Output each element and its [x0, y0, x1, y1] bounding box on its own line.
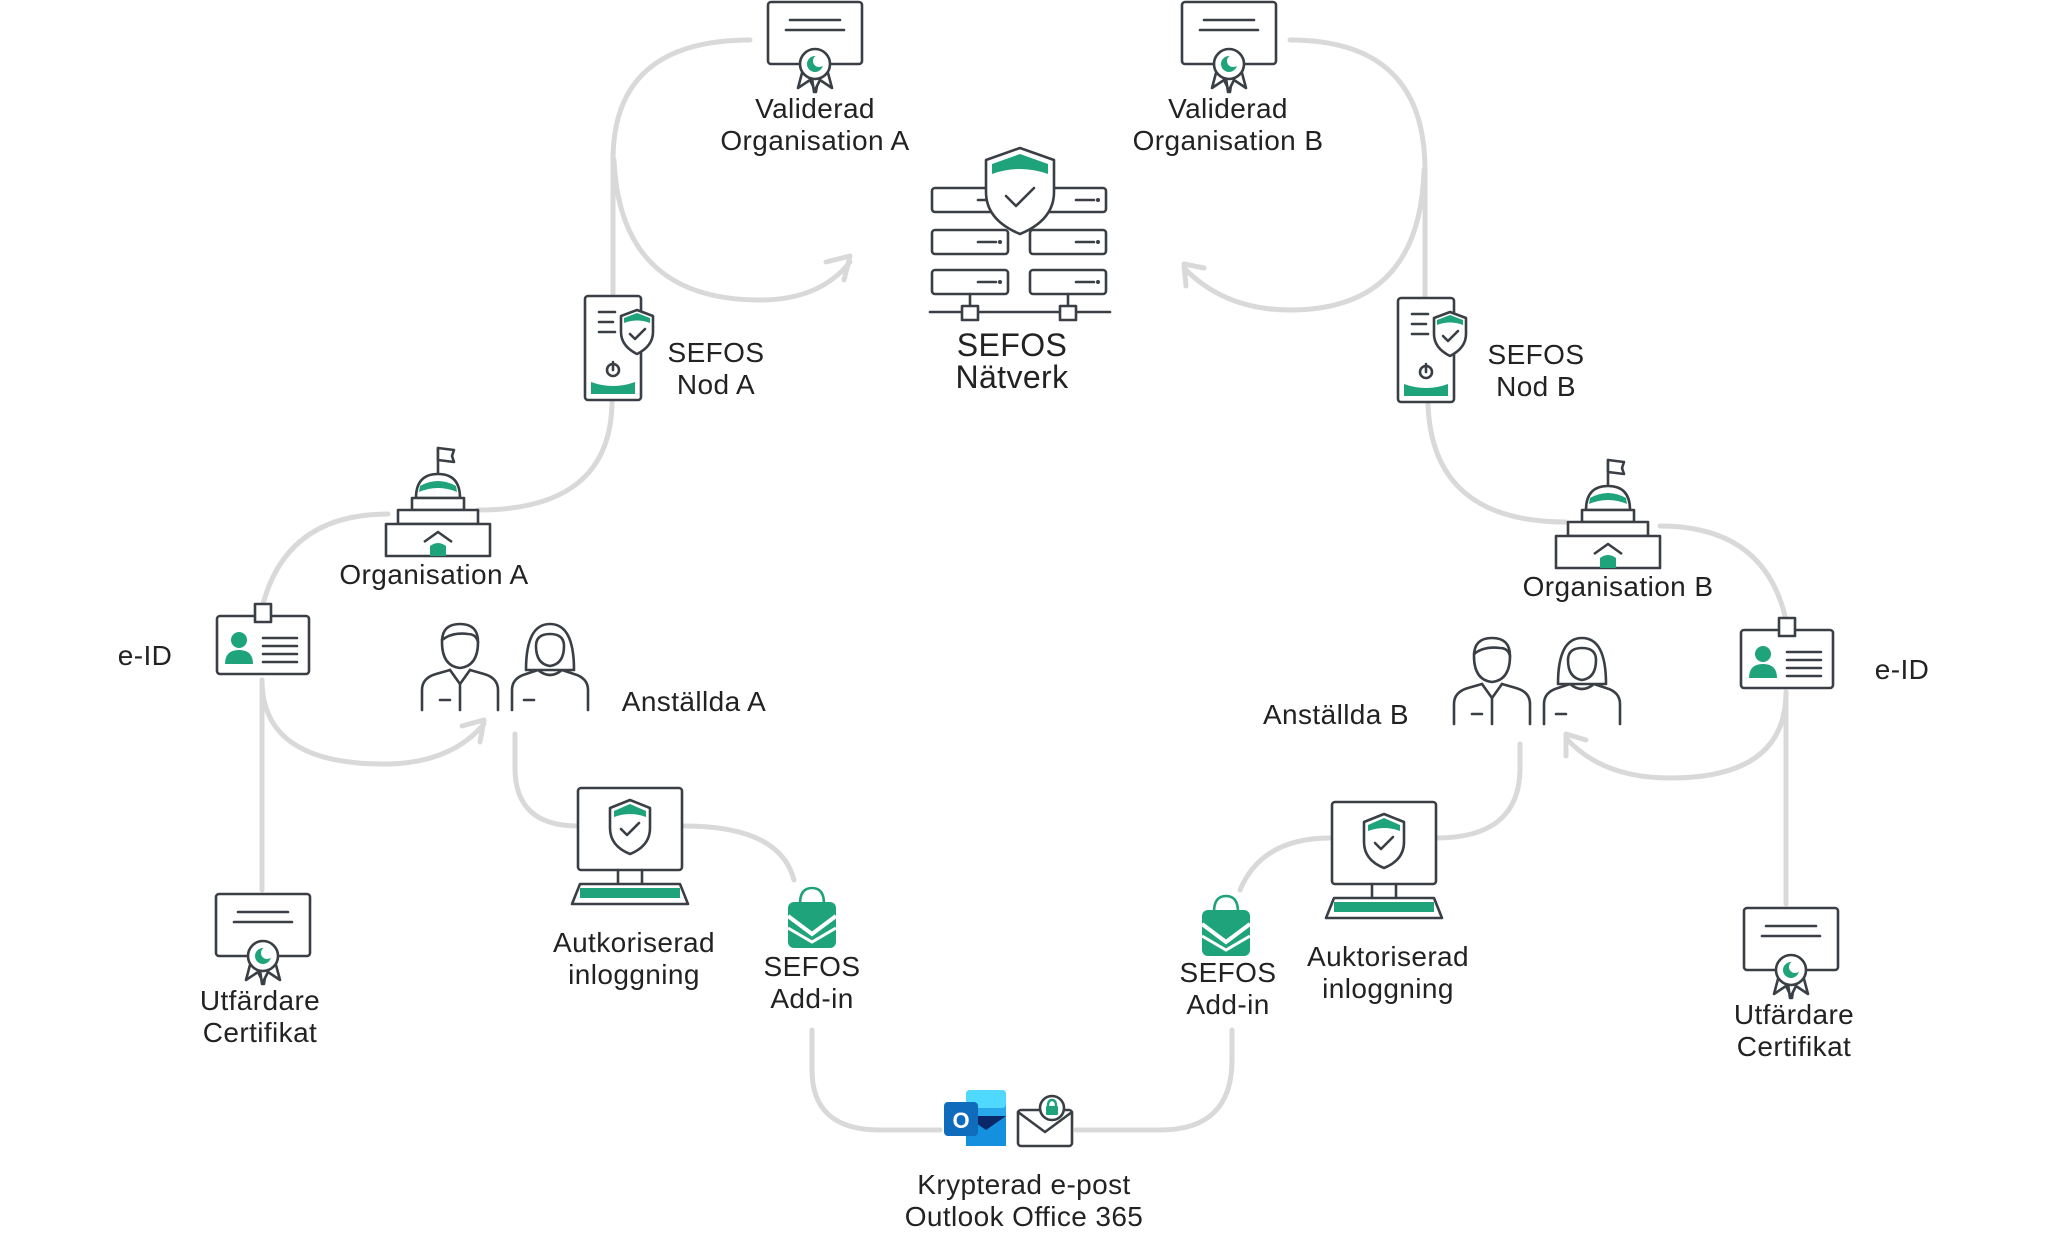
validated-a-line1: Validerad	[755, 93, 875, 124]
connector-eidb-employeesb	[1563, 689, 1789, 781]
email-line1: Krypterad e-post	[917, 1169, 1130, 1200]
organisation-b: Organisation B	[1523, 458, 1714, 602]
sefos-network-node: SEFOS Nätverk	[928, 146, 1112, 395]
addin-a-line2: Add-in	[770, 983, 853, 1014]
employees-icon	[1452, 636, 1622, 726]
addin-b-line2: Add-in	[1186, 989, 1269, 1020]
employees-b: Anställda B	[1263, 636, 1622, 730]
connector-valorgb-network	[1181, 167, 1427, 313]
employees-a: Anställda A	[420, 622, 767, 717]
employees-b-label: Anställda B	[1263, 699, 1409, 730]
org-b-label: Organisation B	[1523, 571, 1714, 602]
id-card-icon	[1739, 616, 1835, 690]
authorized-login-b: Auktoriserad inloggning	[1307, 800, 1469, 1004]
sefos-node-b: SEFOS Nod B	[1396, 296, 1585, 404]
connector-valorgb-nodeb	[1287, 37, 1428, 299]
shopping-bag-icon	[1200, 894, 1252, 958]
certificate-icon	[214, 892, 312, 986]
validated-organisation-b: Validerad Organisation B	[1133, 0, 1324, 156]
login-b-line2: inloggning	[1322, 973, 1454, 1004]
connectors	[259, 37, 1789, 1133]
validated-b-line2: Organisation B	[1133, 125, 1324, 156]
arrow-into-employees-a	[459, 717, 487, 745]
server-tower-icon	[583, 294, 655, 402]
government-building-icon	[1554, 458, 1662, 570]
id-card-icon	[215, 602, 311, 676]
monitor-shield-icon	[1324, 800, 1444, 920]
issuer-certificate-a: Utfärdare Certifikat	[200, 892, 320, 1048]
validated-b-line1: Validerad	[1168, 93, 1288, 124]
network-label-line1: SEFOS	[957, 327, 1067, 363]
connector-orga-eida	[259, 511, 391, 611]
network-label-line2: Nätverk	[955, 359, 1069, 395]
sefos-addin-a: SEFOS Add-in	[764, 886, 861, 1014]
encrypted-email: O Krypterad e-post Outlook Office 365	[905, 1090, 1144, 1232]
connector-logina-addina	[681, 823, 797, 883]
employees-icon	[420, 622, 590, 712]
shopping-bag-icon	[786, 886, 838, 950]
server-tower-icon	[1396, 296, 1468, 404]
certificate-icon	[766, 0, 864, 94]
sefos-node-a: SEFOS Nod A	[583, 294, 765, 402]
monitor-shield-icon	[570, 786, 690, 906]
locked-envelope-icon	[1016, 1094, 1074, 1148]
connector-nodeb-orgb	[1425, 401, 1569, 525]
node-b-line1: SEFOS	[1488, 339, 1585, 370]
validated-organisation-a: Validerad Organisation A	[720, 0, 909, 156]
connector-addina-email	[809, 1027, 943, 1133]
certificate-icon	[1180, 0, 1278, 94]
eid-b: e-ID	[1739, 616, 1930, 690]
addin-b-line1: SEFOS	[1180, 957, 1277, 988]
email-line2: Outlook Office 365	[905, 1201, 1144, 1232]
authorized-login-a: Autkoriserad inloggning	[553, 786, 715, 990]
validated-a-line2: Organisation A	[720, 125, 909, 156]
eid-b-label: e-ID	[1875, 654, 1930, 685]
node-a-line2: Nod A	[677, 369, 755, 400]
sefos-addin-b: SEFOS Add-in	[1180, 894, 1277, 1020]
issuer-b-line1: Utfärdare	[1734, 999, 1854, 1030]
connector-nodea-orga	[475, 397, 615, 513]
connector-eida-employeesa	[259, 677, 487, 767]
employees-a-label: Anställda A	[622, 686, 767, 717]
arrow-into-network-right	[1181, 261, 1207, 289]
org-a-label: Organisation A	[339, 559, 528, 590]
connector-employeesa-logina	[512, 731, 581, 829]
issuer-a-line1: Utfärdare	[200, 985, 320, 1016]
organisation-a: Organisation A	[339, 446, 528, 590]
login-a-line1: Autkoriserad	[553, 927, 715, 958]
issuer-b-line2: Certifikat	[1737, 1031, 1851, 1062]
outlook-letter: O	[952, 1108, 969, 1133]
addin-a-line1: SEFOS	[764, 951, 861, 982]
outlook-icon: O	[944, 1090, 1006, 1146]
connector-nodea-valorga	[610, 37, 753, 296]
node-b-line2: Nod B	[1496, 371, 1576, 402]
arrow-into-employees-b	[1563, 731, 1589, 759]
eid-a-label: e-ID	[118, 640, 173, 671]
connector-valorga-network	[611, 157, 853, 303]
government-building-icon	[384, 446, 492, 558]
certificate-icon	[1742, 906, 1840, 1000]
node-a-line1: SEFOS	[668, 337, 765, 368]
server-network-shield-icon	[928, 146, 1112, 322]
arrow-into-network-left	[823, 253, 853, 283]
login-b-line1: Auktoriserad	[1307, 941, 1469, 972]
eid-a: e-ID	[118, 602, 311, 676]
connector-orgb-eidb	[1657, 523, 1789, 623]
connector-addinb-loginb	[1237, 835, 1333, 893]
connector-loginb-employeesb	[1433, 741, 1523, 841]
issuer-a-line2: Certifikat	[203, 1017, 317, 1048]
login-a-line2: inloggning	[568, 959, 700, 990]
connector-email-addinb	[1073, 1027, 1235, 1133]
issuer-certificate-b: Utfärdare Certifikat	[1734, 906, 1854, 1062]
